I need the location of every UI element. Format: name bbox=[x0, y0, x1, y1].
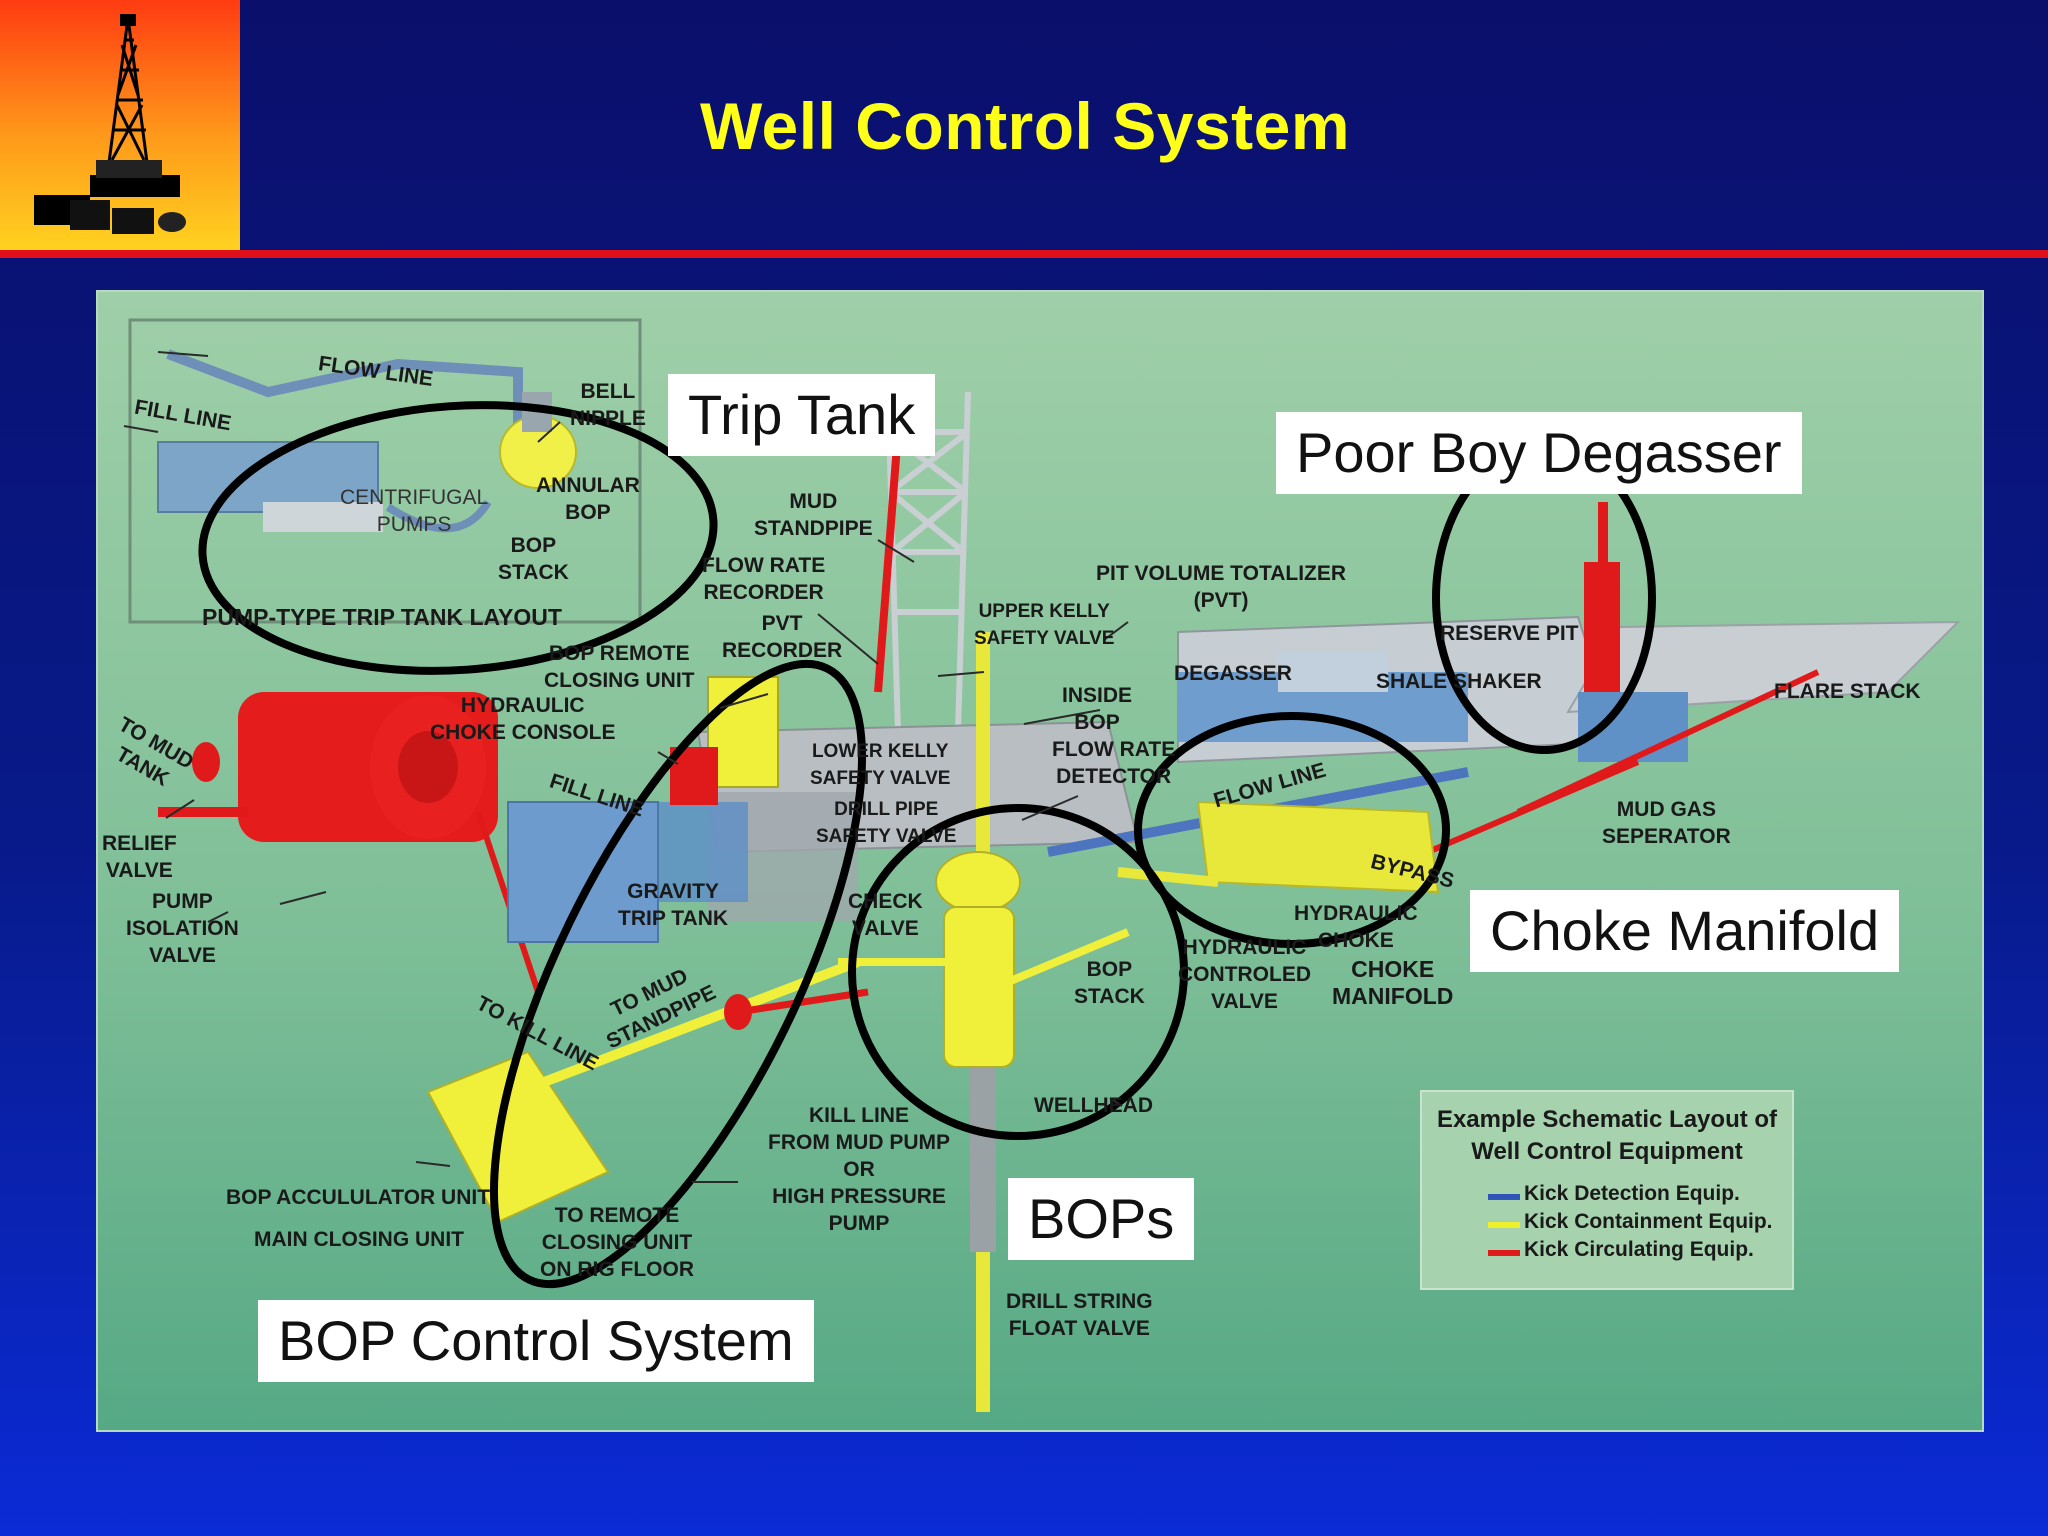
label-mud-gas-separator: MUD GAS SEPERATOR bbox=[1602, 798, 1731, 848]
label-pit-volume-totalizer: PIT VOLUME TOTALIZER (PVT) bbox=[1096, 562, 1347, 612]
label-upper-kelly-safety-valve: UPPER KELLY SAFETY VALVE bbox=[974, 601, 1115, 649]
slide-title: Well Control System bbox=[699, 89, 1351, 163]
label-drill-string-float-valve: DRILL STRING FLOAT VALVE bbox=[1006, 1290, 1153, 1340]
label-flow-rate-detector: FLOW RATE DETECTOR bbox=[1052, 738, 1176, 788]
label-mud-standpipe: MUD STANDPIPE bbox=[754, 490, 873, 540]
header-divider bbox=[0, 250, 2048, 258]
legend-swatch-containment bbox=[1488, 1222, 1520, 1228]
label-inside-bop: INSIDE BOP bbox=[1062, 684, 1133, 734]
callout-bop-control-system: BOP Control System bbox=[258, 1300, 814, 1382]
label-main-closing-unit: MAIN CLOSING UNIT bbox=[254, 1228, 464, 1251]
label-centrifugal-pumps: CENTRIFUGAL PUMPS bbox=[340, 486, 489, 536]
label-hydraulic-choke-console: HYDRAULIC CHOKE CONSOLE bbox=[430, 694, 616, 744]
callout-trip-tank: Trip Tank bbox=[668, 374, 936, 456]
label-bop-remote-closing-unit: BOP REMOTE CLOSING UNIT bbox=[544, 642, 695, 692]
label-pvt-recorder: PVT RECORDER bbox=[722, 612, 843, 662]
legend-item-circulating: Kick Circulating Equip. bbox=[1524, 1238, 1754, 1261]
label-wellhead: WELLHEAD bbox=[1034, 1094, 1153, 1117]
callout-poor-boy-degasser: Poor Boy Degasser bbox=[1276, 412, 1802, 494]
legend-item-containment: Kick Containment Equip. bbox=[1524, 1210, 1773, 1233]
legend: Example Schematic Layout of Well Control… bbox=[1420, 1090, 1794, 1290]
label-kill-line-from-mud-pump: KILL LINE FROM MUD PUMP OR HIGH PRESSURE… bbox=[768, 1104, 950, 1235]
rig-logo bbox=[0, 0, 240, 250]
legend-swatch-detection bbox=[1488, 1194, 1520, 1200]
label-annular-bop: ANNULAR BOP bbox=[536, 474, 640, 524]
label-degasser: DEGASSER bbox=[1174, 662, 1292, 685]
label-gravity-trip-tank: GRAVITY TRIP TANK bbox=[618, 880, 729, 930]
label-lower-kelly-safety-valve: LOWER KELLY SAFETY VALVE bbox=[810, 741, 951, 789]
label-bop-accumulator-unit: BOP ACCULULATOR UNIT bbox=[226, 1186, 491, 1209]
well-control-schematic: FLOW LINE FILL LINE BELL NIPPLE CENTRIFU… bbox=[96, 290, 1984, 1432]
schematic-artwork bbox=[123, 318, 1961, 1412]
label-relief-valve: RELIEF VALVE bbox=[102, 832, 177, 882]
label-shale-shaker: SHALE SHAKER bbox=[1376, 670, 1542, 693]
drilling-rig-icon bbox=[34, 14, 186, 234]
label-bop-stack-inset: BOP STACK bbox=[498, 534, 569, 584]
label-bop-stack-main: BOP STACK bbox=[1074, 958, 1145, 1008]
label-choke-manifold-small: CHOKE MANIFOLD bbox=[1332, 956, 1454, 1009]
label-hydraulic-controlled-valve: HYDRAULIC CONTROLED VALVE bbox=[1178, 936, 1311, 1013]
callout-bops: BOPs bbox=[1008, 1178, 1195, 1260]
callout-choke-manifold: Choke Manifold bbox=[1470, 890, 1900, 972]
legend-item-detection: Kick Detection Equip. bbox=[1524, 1182, 1740, 1205]
label-to-remote-closing-unit: TO REMOTE CLOSING UNIT ON RIG FLOOR bbox=[540, 1204, 694, 1281]
label-reserve-pit: RESERVE PIT bbox=[1440, 622, 1579, 645]
legend-title: Example Schematic Layout of Well Control… bbox=[1436, 1106, 1778, 1165]
label-flare-stack: FLARE STACK bbox=[1774, 680, 1921, 703]
label-pump-type-trip-tank-layout: PUMP-TYPE TRIP TANK LAYOUT bbox=[202, 604, 562, 630]
legend-swatch-circulating bbox=[1488, 1250, 1520, 1256]
label-flow-rate-recorder: FLOW RATE RECORDER bbox=[702, 554, 826, 604]
label-pump-isolation-valve: PUMP ISOLATION VALVE bbox=[126, 890, 239, 967]
label-check-valve: CHECK VALVE bbox=[848, 890, 923, 940]
label-hydraulic-choke: HYDRAULIC CHOKE bbox=[1294, 902, 1418, 952]
label-bell-nipple: BELL NIPPLE bbox=[570, 380, 646, 430]
label-drill-pipe-safety-valve: DRILL PIPE SAFETY VALVE bbox=[816, 799, 957, 847]
